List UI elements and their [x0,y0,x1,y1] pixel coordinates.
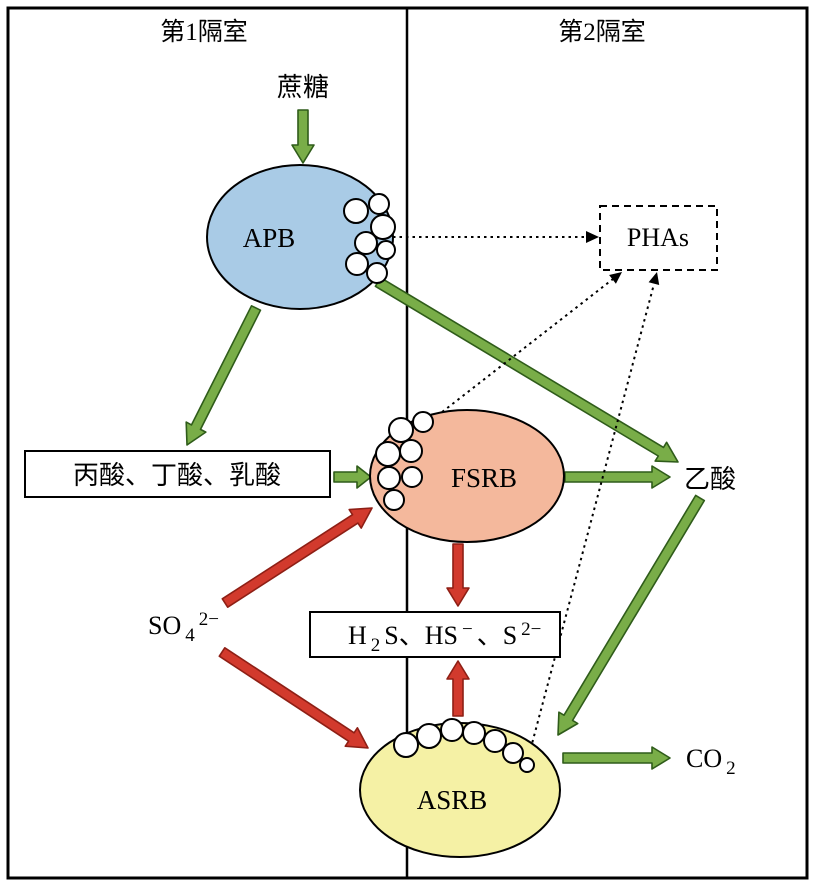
co2-subscript: 2 [726,758,736,779]
apb-label: APB [243,223,296,253]
arrow-asrb-to-sulfide [446,660,470,717]
dotted-arrow-fsrb-to-phas-head [609,272,622,284]
compartment2-label: 第2隔室 [558,18,646,46]
apb-granule [366,262,388,284]
acids-box [24,450,331,498]
sucrose-label: 蔗糖 [277,73,329,102]
dotted-arrow-asrb-to-phas-head [648,272,660,285]
dotted-arrow-fsrb-to-phas [436,278,614,417]
arrow-sucrose-to-apb [291,109,315,164]
fsrb-granule [412,411,434,433]
sulfide-box [309,611,561,658]
compartment1-label: 第1隔室 [160,18,248,46]
sulfide-label: H 2 S、HS − 、S 2− [348,619,541,656]
sulfide-sub2: 2 [371,635,381,656]
arrow-sulfate-to-asrb [218,646,369,749]
sulfate-base: SO [148,611,181,640]
fsrb-label: FSRB [451,463,517,493]
arrow-acetate-to-asrb [557,494,706,736]
sulfide-s-hs: S、HS [384,621,458,650]
apb-granule [368,193,390,215]
arrow-fsrb-to-acetate [564,465,671,489]
asrb-granule [440,718,464,742]
fsrb-granule [377,466,401,490]
apb-granule [343,198,369,224]
sulfate-superscript: 2− [199,609,219,630]
acetate-label: 乙酸 [684,465,736,494]
fsrb-granule [388,417,414,443]
arrow-acids-to-fsrb [333,465,372,489]
apb-granule [376,240,396,260]
asrb-granule [483,729,507,753]
arrow-fsrb-to-sulfide [446,543,470,607]
arrow-sulfate-to-fsrb [221,507,373,609]
arrow-asrb-to-co2 [562,746,671,770]
asrb-granule [519,757,535,773]
arrow-apb-to-acids [185,304,262,446]
sulfide-s2: 、S [477,621,517,650]
acids-label: 丙酸、丁酸、乳酸 [73,461,281,490]
fsrb-granule [401,466,423,488]
apb-granule [354,231,378,255]
asrb-label: ASRB [417,785,488,815]
apb-cell [206,164,394,310]
dotted-arrow-apb-to-phas-head [586,231,599,243]
sulfate-label: SO 4 2− [148,609,219,646]
phas-label: PHAs [627,223,689,252]
asrb-granule [416,723,442,749]
fsrb-granule [375,441,401,467]
apb-granule [370,214,396,240]
phas-box [599,205,718,271]
asrb-granule [502,742,524,764]
co2-label: CO 2 [686,744,736,779]
asrb-granule [462,721,486,745]
co2-base: CO [686,744,722,773]
sulfate-subscript: 4 [185,625,195,646]
sulfide-sup-minus: − [462,619,473,640]
sulfide-sup-2minus: 2− [521,619,541,640]
apb-granule [345,252,369,276]
asrb-granule [393,732,419,758]
sulfide-h: H [348,621,367,650]
fsrb-granule [399,439,423,463]
arrow-apb-to-acetate [374,276,679,463]
fsrb-granule [383,489,405,511]
